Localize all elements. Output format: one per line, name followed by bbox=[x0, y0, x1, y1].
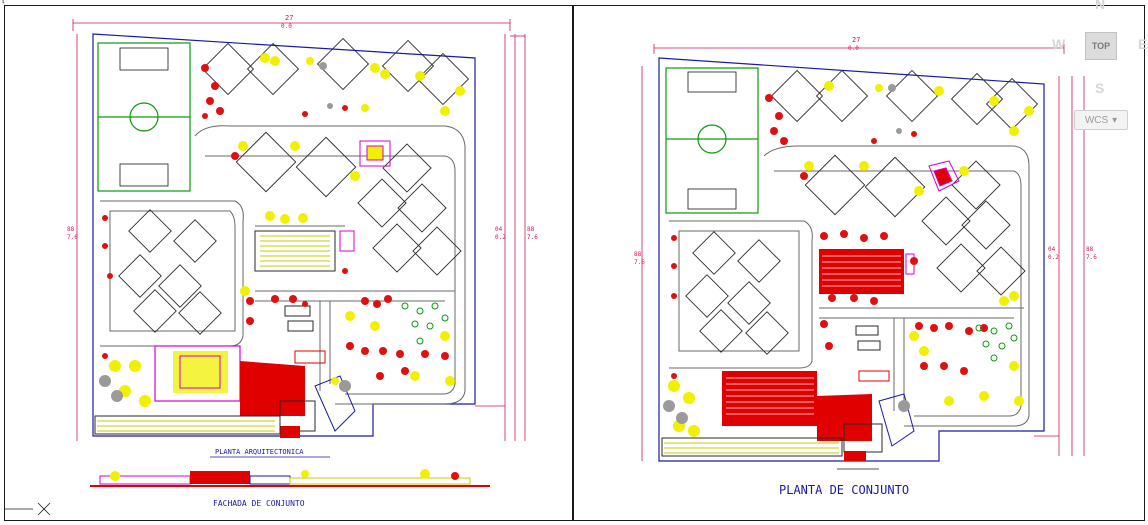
right-plan-title: PLANTA DE CONJUNTO bbox=[779, 483, 909, 497]
right-trees-yellow bbox=[668, 81, 1034, 437]
right-sheet-border: 27 0.0 04 0.2 88 7.6 88 7.6 bbox=[573, 5, 1145, 521]
right-dim-right-c: 88 bbox=[1086, 246, 1094, 253]
left-dim-right-a: 04 bbox=[495, 226, 503, 233]
right-magenta-structure bbox=[928, 160, 960, 192]
left-dim-right-d: 7.6 bbox=[527, 234, 538, 241]
viewcube-south-label[interactable]: S bbox=[1095, 80, 1105, 96]
right-parking bbox=[855, 325, 890, 382]
right-dim-right-a: 04 bbox=[1048, 246, 1056, 253]
left-trees-yellow bbox=[109, 53, 465, 407]
wcs-label: WCS bbox=[1084, 114, 1109, 126]
right-site-boundary bbox=[658, 57, 1045, 462]
right-roads bbox=[669, 145, 1030, 427]
left-parking bbox=[284, 305, 326, 364]
right-main-building bbox=[722, 371, 915, 461]
left-trees-gray bbox=[99, 62, 351, 402]
right-trees-gray bbox=[663, 84, 910, 424]
left-grandstand bbox=[254, 230, 355, 272]
ucs-icon bbox=[5, 502, 51, 516]
viewport-corner-mark: [ bbox=[2, 0, 16, 5]
left-courts bbox=[118, 37, 470, 335]
right-red-building bbox=[819, 249, 915, 294]
right-entrance-strip bbox=[661, 437, 843, 457]
left-dim-right-c: 88 bbox=[527, 226, 535, 233]
right-dim-top-a: 27 bbox=[852, 36, 860, 44]
right-courts bbox=[685, 69, 1039, 355]
viewcube-north-label[interactable]: N bbox=[1095, 0, 1106, 12]
left-main-building bbox=[154, 345, 356, 438]
viewcube-east-label[interactable]: E bbox=[1138, 36, 1148, 52]
right-dim-right-b: 0.2 bbox=[1048, 254, 1059, 261]
left-dim-right-b: 0.2 bbox=[495, 234, 506, 241]
right-sheet-drawing: 27 0.0 04 0.2 88 7.6 88 7.6 bbox=[634, 36, 1097, 497]
wcs-dropdown[interactable]: WCS ▾ bbox=[1074, 110, 1128, 130]
left-magenta-structure bbox=[359, 140, 391, 167]
left-sheet-drawing: 27 0.0 04 0.2 88 7.6 88 7.6 bbox=[5, 14, 538, 516]
right-dimension-lines bbox=[641, 44, 1085, 461]
left-sheet-border: 27 0.0 04 0.2 88 7.6 88 7.6 bbox=[4, 5, 573, 521]
left-elevation bbox=[90, 469, 490, 487]
left-dimension-lines bbox=[72, 19, 526, 441]
left-dim-top-b: 0.0 bbox=[281, 23, 292, 30]
left-dim-left-a: 88 bbox=[67, 226, 75, 233]
right-dim-left-b: 7.6 bbox=[634, 259, 645, 266]
right-trees-green bbox=[975, 322, 1018, 362]
left-dim-top-a: 27 bbox=[285, 14, 293, 22]
right-dim-right-d: 7.6 bbox=[1086, 254, 1097, 261]
right-soccer-field bbox=[665, 67, 759, 214]
viewcube-west-label[interactable]: W bbox=[1052, 36, 1066, 52]
left-trees-green bbox=[401, 302, 449, 345]
left-soccer-field bbox=[97, 42, 191, 192]
left-plan-title: PLANTA ARQUITECTONICA bbox=[215, 448, 304, 456]
left-entrance-strip bbox=[94, 415, 281, 435]
right-dim-left-a: 88 bbox=[634, 251, 642, 258]
chevron-down-icon: ▾ bbox=[1112, 114, 1118, 126]
left-trees-red bbox=[102, 64, 449, 380]
left-dim-left-b: 7.6 bbox=[67, 234, 78, 241]
right-dim-top-b: 0.0 bbox=[848, 45, 859, 52]
right-trees-red bbox=[671, 94, 988, 379]
viewcube-top-face[interactable]: TOP bbox=[1085, 32, 1117, 60]
left-elevation-title: FACHADA DE CONJUNTO bbox=[213, 499, 305, 508]
